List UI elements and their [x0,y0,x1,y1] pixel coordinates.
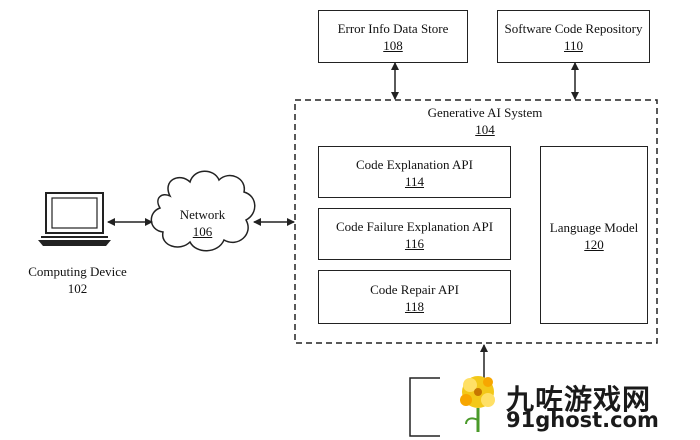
language-model-box [540,146,648,324]
language-model-ref: 120 [584,237,604,252]
code-explanation-api-ref: 114 [404,174,425,189]
partial-bottom-box [409,377,440,437]
computing-device-label: Computing Device 102 [15,263,140,297]
error-info-data-store-box [318,10,468,63]
flower-logo-icon [460,376,495,432]
error-info-data-store-label: Error Info Data Store 108 [318,20,468,54]
code-explanation-api-box [318,146,511,198]
software-code-repository-ref: 110 [563,38,584,53]
network-ref: 106 [192,224,213,239]
watermark-site: 91ghost.com [506,408,659,432]
code-repair-api-label: Code Repair API 118 [318,281,511,315]
error-info-data-store-title: Error Info Data Store [337,21,449,36]
generative-ai-system-box [294,99,658,344]
software-code-repository-box [497,10,650,63]
computing-device-title: Computing Device [28,264,127,279]
code-failure-explanation-api-ref: 116 [404,236,425,251]
software-code-repository-title: Software Code Repository [504,21,643,36]
code-repair-api-title: Code Repair API [370,282,459,297]
language-model-title: Language Model [549,220,639,235]
computing-device-ref: 102 [67,281,88,296]
network-label: Network 106 [165,206,240,240]
code-failure-explanation-api-box [318,208,511,260]
code-failure-explanation-api-label: Code Failure Explanation API 116 [318,218,511,252]
error-info-data-store-ref: 108 [383,38,403,53]
code-explanation-api-title: Code Explanation API [356,157,473,172]
code-failure-explanation-api-title: Code Failure Explanation API [335,219,494,234]
code-repair-api-ref: 118 [404,299,425,314]
network-title: Network [179,207,226,222]
laptop-icon [38,192,111,246]
software-code-repository-label: Software Code Repository 110 [497,20,650,54]
generative-ai-system-label: Generative AI System 104 [400,104,570,138]
generative-ai-system-ref: 104 [475,122,495,137]
generative-ai-system-title: Generative AI System [427,105,543,120]
code-explanation-api-label: Code Explanation API 114 [318,156,511,190]
language-model-label: Language Model 120 [540,219,648,253]
code-repair-api-box [318,270,511,324]
watermark-title: 九咗游戏网 [506,383,652,416]
